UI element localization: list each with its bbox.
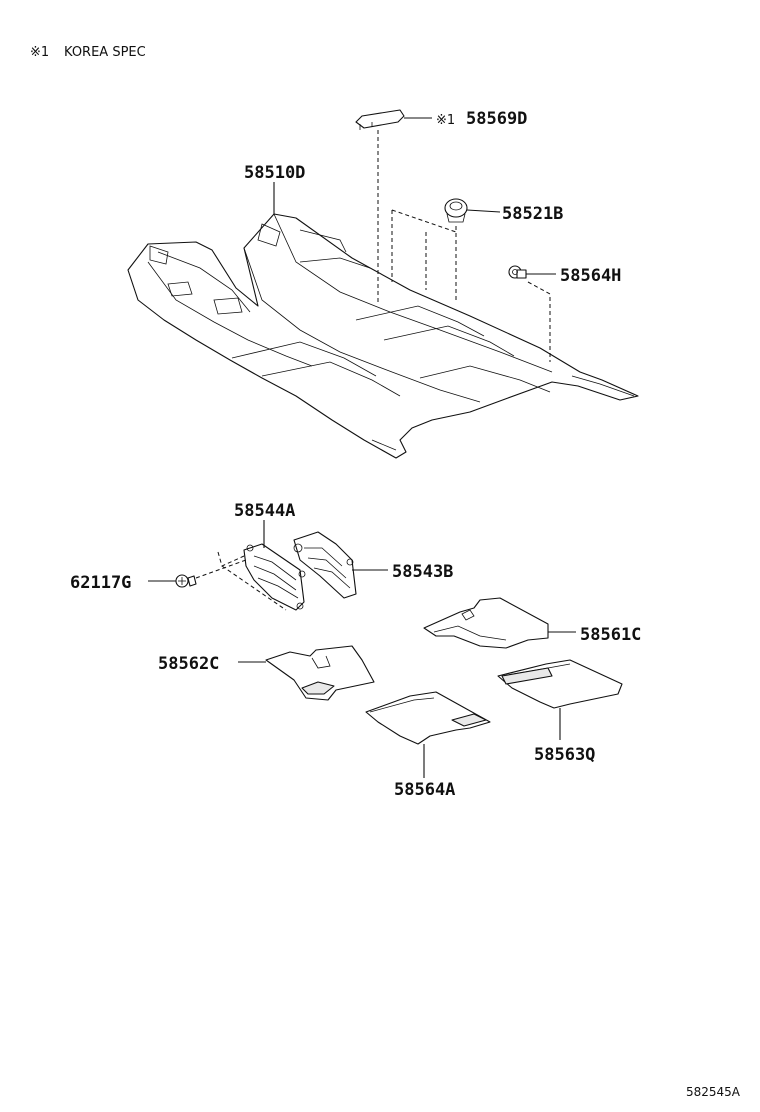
bracket-58543B-part [293, 531, 357, 599]
attachment-dash-lines [377, 130, 551, 362]
mat-58562C-part [265, 645, 375, 701]
grommet-58521B-part [444, 198, 468, 223]
part-labels: ※1 58569D 58510D 58521B 58564H 58544A 58… [70, 109, 641, 800]
mat-58563Q-part [497, 659, 623, 709]
label-58564H: 58564H [560, 266, 621, 286]
bracket-58544A-part [243, 543, 306, 611]
label-58569D-symbol: ※1 [436, 113, 455, 128]
bracket-dash-lines [195, 551, 287, 611]
label-58521B: 58521B [502, 204, 563, 224]
mat-58564A-part [365, 691, 491, 745]
clip-62117G-part [175, 574, 197, 588]
mat-58561C-part [423, 597, 549, 649]
fastener-58564H-part [508, 265, 527, 279]
diagram-code: 582545A [686, 1085, 741, 1099]
label-58563Q: 58563Q [534, 745, 595, 765]
label-58561C: 58561C [580, 625, 641, 645]
clip-58569D-part [355, 109, 405, 130]
label-58562C: 58562C [158, 654, 219, 674]
label-58543B: 58543B [392, 562, 453, 582]
spec-note-symbol: ※1 [30, 45, 49, 60]
leader-lines [148, 117, 576, 778]
label-58544A: 58544A [234, 501, 295, 521]
label-58569D: 58569D [466, 109, 527, 129]
spec-note-text: KOREA SPEC [64, 45, 146, 60]
spec-note: ※1 KOREA SPEC [30, 45, 146, 60]
label-62117G: 62117G [70, 573, 131, 593]
label-58510D: 58510D [244, 163, 305, 183]
floor-carpet-part [127, 213, 639, 459]
label-58564A: 58564A [394, 780, 455, 800]
